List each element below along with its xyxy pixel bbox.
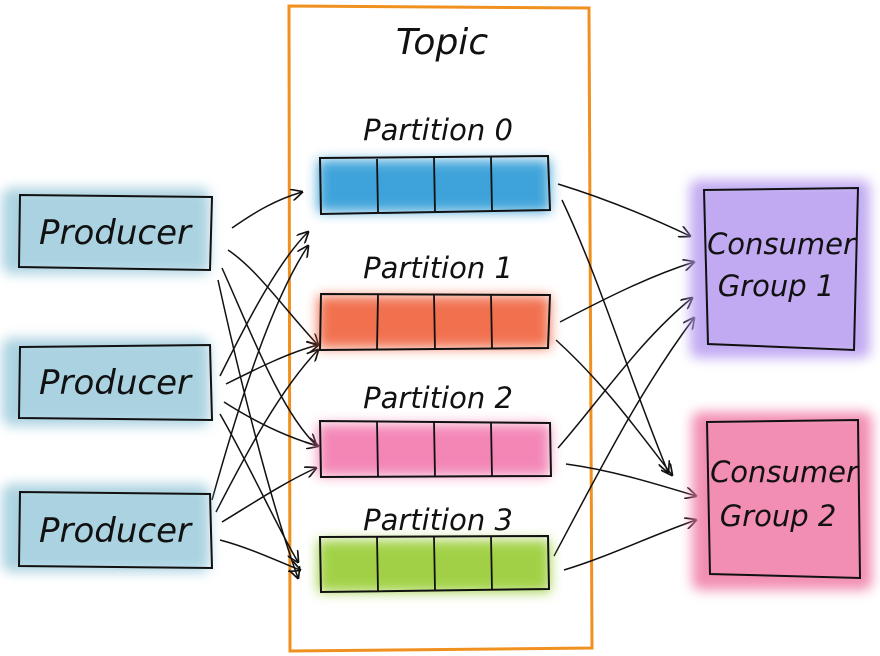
- arrow-producer3-partition2: [221, 468, 316, 523]
- arrow-partition1-group2: [555, 339, 672, 475]
- producer-box: Producer: [2, 338, 214, 426]
- arrow-producer2-partition2: [223, 401, 318, 446]
- arrow-producer2-partition3: [219, 413, 298, 562]
- consumer-group-label: Group 1: [718, 269, 835, 303]
- arrow-producer1-partition0: [231, 192, 302, 229]
- producer-box: Producer: [2, 188, 214, 274]
- consumer-group-label: Consumer: [710, 455, 860, 489]
- arrow-partition1-group1: [559, 262, 694, 323]
- arrow-producer3-partition1: [215, 350, 318, 513]
- producer-label: Producer: [39, 213, 193, 253]
- arrow-producer1-partition2: [221, 267, 316, 445]
- arrow-producer1-partition3: [217, 279, 298, 578]
- arrow-producer2-partition1: [225, 345, 318, 385]
- partition-3: Partition 3: [318, 503, 551, 594]
- partition-2: Partition 2: [318, 381, 553, 479]
- partition-1: Partition 1: [318, 251, 552, 352]
- consumer-group-label: Consumer: [707, 227, 857, 261]
- partition-0: Partition 0: [318, 113, 552, 216]
- producer-box: Producer: [2, 484, 214, 572]
- arrow-partition0-group2: [561, 199, 668, 472]
- arrow-producer3-partition0: [211, 246, 308, 501]
- arrow-partition3-group1: [553, 318, 694, 557]
- consumer-group-2: Consumer Group 2: [692, 412, 872, 590]
- consumer-group-label: Group 2: [720, 499, 837, 533]
- arrow-partition2-group1: [557, 298, 692, 449]
- arrows-layer: [211, 183, 696, 578]
- partition-label: Partition 3: [363, 503, 513, 537]
- partition-label: Partition 0: [363, 113, 513, 147]
- consumer-group-1: Consumer Group 1: [690, 180, 870, 358]
- producer-label: Producer: [39, 511, 193, 551]
- partition-label: Partition 1: [363, 251, 513, 285]
- partition-label: Partition 2: [363, 381, 513, 415]
- producer-label: Producer: [39, 363, 193, 403]
- arrow-partition2-group2: [565, 463, 696, 496]
- arrow-partition0-group1: [557, 183, 690, 236]
- arrow-producer3-partition3: [219, 539, 300, 570]
- arrow-partition3-group2: [563, 520, 696, 571]
- topic-title: Topic: [396, 22, 488, 63]
- arrow-producer1-partition1: [227, 249, 318, 345]
